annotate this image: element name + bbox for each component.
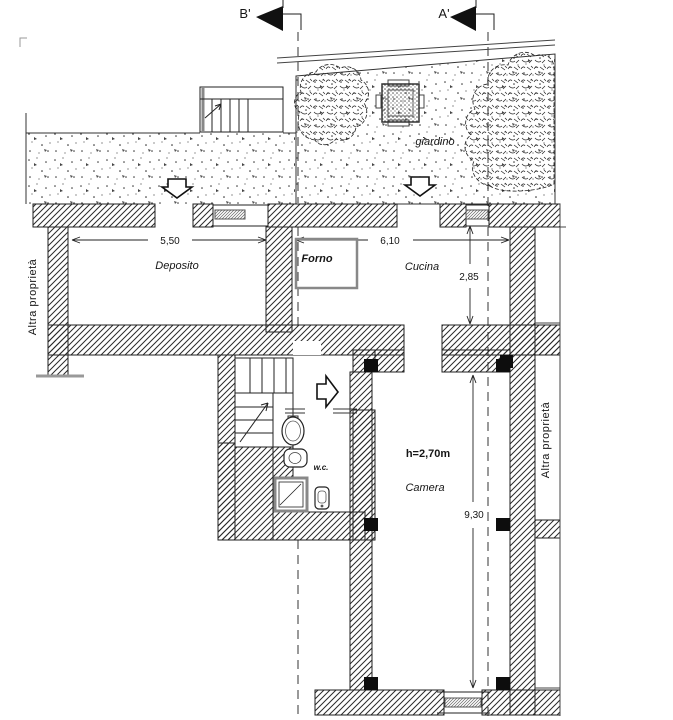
door-gap-hall — [293, 341, 321, 355]
wall-top-2 — [267, 203, 398, 228]
section-marker-a — [450, 0, 495, 31]
dim-cucina-depth: 2,85 — [459, 272, 479, 283]
room-label-forno: Forno — [301, 253, 332, 265]
sheet-corner-mark — [19, 37, 27, 47]
section-marker-b — [256, 0, 302, 31]
sink — [281, 415, 305, 446]
garden-area: giardino — [276, 39, 556, 205]
pillar — [364, 359, 378, 372]
wall-top-1 — [32, 203, 156, 228]
wall-top-pier-1 — [192, 203, 214, 228]
wall-camera-bottom-right — [481, 689, 561, 716]
dim-deposito-width: 5,50 — [160, 236, 180, 247]
garden-label: giardino — [415, 136, 454, 148]
stair-direction-arrow-icon — [214, 103, 222, 111]
room-label-camera: Camera — [405, 482, 444, 494]
courtyard-area — [25, 86, 296, 204]
wall-deposito-cucina — [265, 226, 293, 333]
shower — [273, 476, 309, 513]
window-deposito — [213, 204, 268, 227]
tree-left — [294, 64, 369, 146]
pillars — [364, 355, 513, 690]
wall-right-column — [509, 226, 536, 716]
dim-cucina-width: 6,10 — [380, 236, 400, 247]
wall-camera-top-left — [374, 349, 405, 373]
pillar — [364, 677, 378, 690]
exterior-stair — [199, 86, 284, 133]
garden-planter — [375, 79, 425, 127]
section-label-b: B' — [239, 6, 250, 21]
tree-right — [464, 51, 555, 192]
wall-top-pier-2 — [439, 203, 467, 228]
pillar — [496, 677, 510, 690]
garden-entrance-arrow-icon — [402, 176, 438, 197]
wall-right-band-mid — [534, 519, 561, 539]
dim-camera-length: 9,30 — [464, 510, 484, 521]
camera-height-note: h=2,70m — [406, 448, 451, 460]
property-label-left: Altra proprietà — [27, 258, 39, 335]
wall-camera-bottom-left — [314, 689, 445, 716]
wc-fixtures — [273, 415, 330, 513]
property-boundary-right — [535, 204, 566, 716]
property-label-right: Altra proprietà — [540, 401, 552, 478]
section-cut-triangle-a — [450, 6, 476, 31]
room-label-deposito: Deposito — [155, 260, 198, 272]
hall-entrance-arrow-icon — [316, 373, 340, 410]
toilet — [283, 448, 308, 468]
section-cut-triangle-b — [256, 6, 283, 31]
wall-top-3 — [488, 203, 561, 228]
section-label-a: A' — [438, 6, 449, 21]
courtyard-ground — [26, 133, 295, 204]
boiler — [314, 486, 330, 510]
door-thresholds — [285, 408, 357, 414]
wall-row1-bottom-left — [47, 324, 405, 356]
windows — [213, 204, 490, 714]
oven-outline — [294, 237, 359, 290]
pillar — [496, 518, 510, 531]
wall-under-stairs — [217, 442, 274, 541]
room-label-cucina: Cucina — [405, 261, 439, 273]
room-label-wc: w.c. — [314, 463, 329, 472]
pillar — [500, 355, 513, 368]
pillar — [364, 518, 378, 531]
courtyard-entrance-arrow-icon — [159, 178, 195, 199]
stair-direction-arrow-icon — [260, 402, 269, 412]
window-camera — [437, 691, 490, 714]
